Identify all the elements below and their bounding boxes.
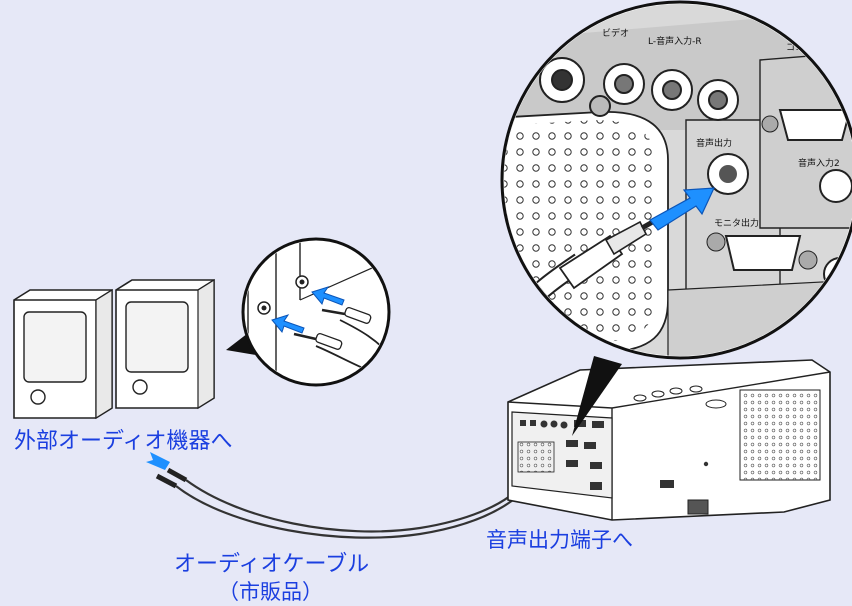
panel-label-monitor-out: モニタ出力: [714, 217, 759, 229]
panel-label-audio-in2: 音声入力2: [798, 157, 840, 169]
speaker-right: [115, 278, 215, 410]
panel-label-audio-in-lr: L-音声入力-R: [648, 35, 702, 47]
label-external-audio: 外部オーディオ機器へ: [14, 429, 233, 454]
label-audio-out-terminal: 音声出力端子へ: [486, 528, 633, 552]
panel-label-video: ビデオ: [602, 27, 629, 39]
panel-label-audio-out: 音声出力: [696, 137, 732, 149]
projector: [507, 359, 831, 521]
label-commercial-item: （市販品）: [218, 580, 323, 604]
speaker-left: [13, 288, 113, 420]
speaker-input-zoom: [241, 237, 391, 387]
arrow-to-external-audio: [146, 452, 170, 470]
zoom-pointer-large: [572, 356, 622, 436]
projector-terminal-zoom: ビデオ L-音声入力-R コンピ 音声出力 音声入力2 モニタ出力: [500, 0, 852, 360]
label-audio-cable: オーディオケーブル: [174, 552, 370, 577]
